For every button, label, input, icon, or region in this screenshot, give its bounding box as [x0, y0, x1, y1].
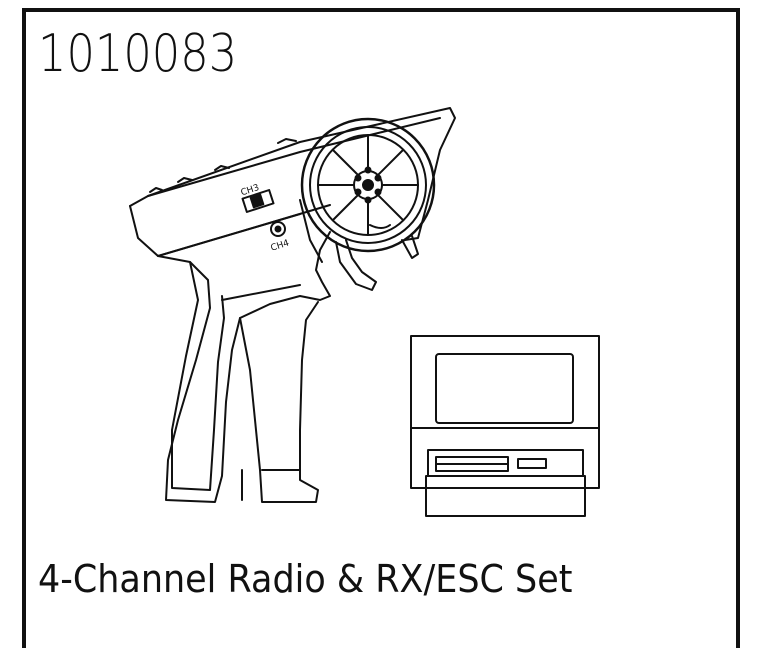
receiver-esc-drawing [410, 335, 600, 517]
transmitter-drawing [129, 107, 456, 503]
product-illustration: CH3 CH4 [129, 107, 600, 517]
wheel-spokes [317, 134, 419, 236]
product-frame [22, 8, 740, 648]
ch4-label: CH4 [270, 238, 291, 253]
part-number: 1010083 [38, 24, 238, 84]
product-caption: 4-Channel Radio & RX/ESC Set [38, 557, 573, 601]
